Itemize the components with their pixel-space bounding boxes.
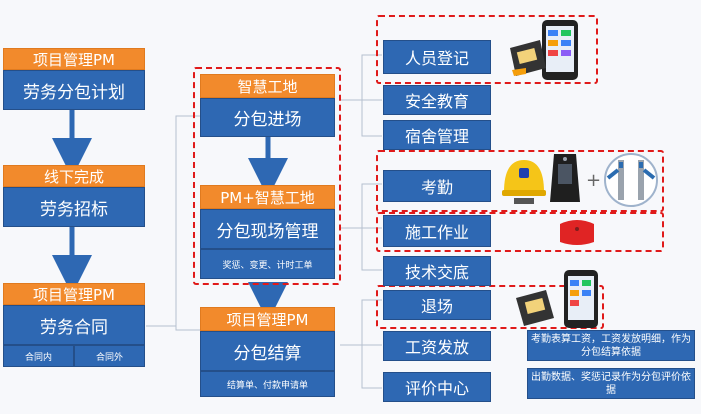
item-wage-payment: 工资发放 — [383, 331, 491, 361]
note-wage: 考勤表算工资，工资发放明细，作为分包结算依据 — [527, 330, 695, 361]
turnstile-icon — [604, 153, 658, 207]
face-recognition-icon — [550, 154, 580, 202]
left-b2-header: 线下完成 — [3, 165, 145, 187]
connector-contract-to-settle — [146, 325, 200, 331]
note-evaluation: 出勤数据、奖惩记录作为分包评价依据 — [527, 368, 695, 399]
left-b3-sub-2: 合同外 — [74, 345, 145, 367]
mid-b1-header: 智慧工地 — [200, 74, 335, 98]
item-technical-briefing: 技术交底 — [383, 256, 491, 286]
handheld-terminal-icon-exit — [516, 270, 598, 328]
alarm-device-icon — [560, 220, 594, 245]
dashed-construction-group — [376, 212, 664, 252]
item-construction-work: 施工作业 — [383, 215, 491, 247]
mid-b2-body: 分包现场管理 — [200, 209, 335, 249]
handheld-terminal-icon — [510, 20, 578, 80]
left-b2-body: 劳务招标 — [3, 187, 145, 227]
connector-contract-to-entry — [146, 115, 200, 327]
helmet-icon — [502, 160, 546, 204]
left-b1-header: 项目管理PM — [3, 48, 145, 70]
dashed-registration-group — [376, 15, 598, 84]
mid-b1-body: 分包进场 — [200, 98, 335, 137]
item-evaluation-center: 评价中心 — [383, 372, 491, 402]
left-b3-sub-1: 合同内 — [3, 345, 74, 367]
left-b1-body: 劳务分包计划 — [3, 70, 145, 110]
mid-b3-body: 分包结算 — [200, 331, 335, 371]
mid-b2-header: PM+智慧工地 — [200, 185, 335, 209]
item-dormitory-management: 宿舍管理 — [383, 120, 491, 150]
mid-b3-header: 项目管理PM — [200, 307, 335, 331]
middle-dashed-group — [193, 67, 341, 285]
dashed-exit-group — [376, 285, 604, 329]
mid-b3-sub: 结算单、付款申请单 — [200, 371, 335, 397]
item-attendance: 考勤 — [383, 170, 491, 202]
item-personnel-registration: 人员登记 — [383, 40, 491, 74]
left-b3-body: 劳务合同 — [3, 305, 145, 345]
item-exit: 退场 — [383, 290, 491, 320]
mid-b2-sub: 奖惩、变更、计时工单 — [200, 249, 335, 279]
plus-icon: + — [586, 170, 602, 191]
item-safety-education: 安全教育 — [383, 85, 491, 115]
dashed-attendance-group — [376, 150, 664, 212]
left-b3-header: 项目管理PM — [3, 283, 145, 305]
